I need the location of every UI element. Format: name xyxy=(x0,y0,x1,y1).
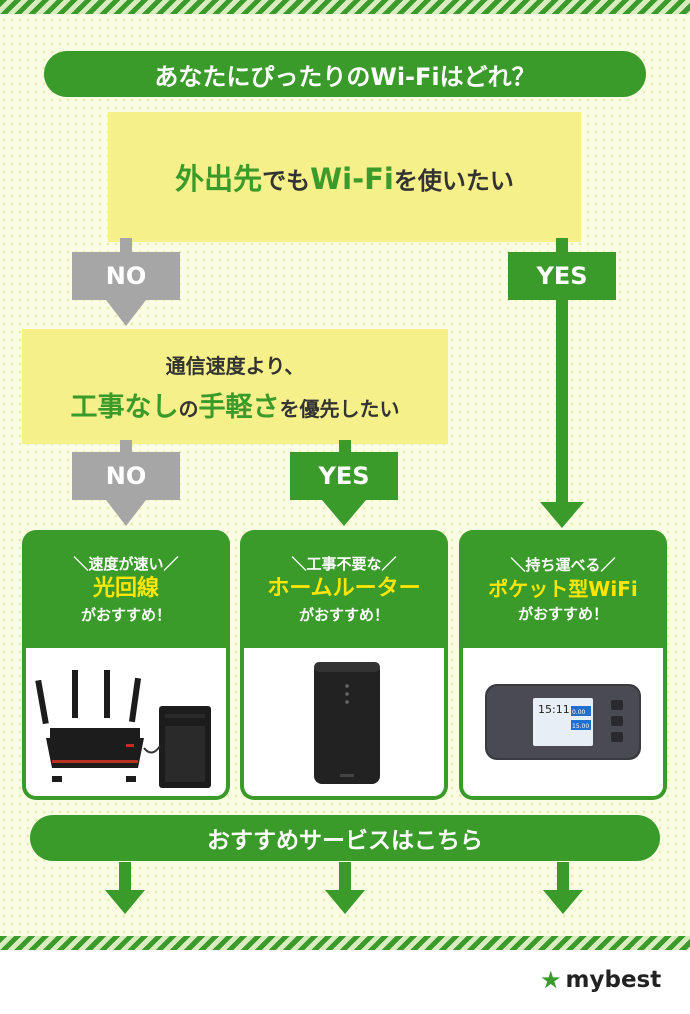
footer-arrow-3-head xyxy=(543,890,583,914)
no-1-connector-line xyxy=(120,238,132,256)
pocket-wifi-screen-value: 0.00 xyxy=(572,709,586,716)
no-label-1: NO xyxy=(72,252,180,300)
question-1-box: 外出先でもWi-Fiを使いたい xyxy=(108,112,581,242)
footer-recommend-label: おすすめサービスはこちら xyxy=(30,815,660,861)
pocket-wifi-image: 15:11 0.00 15.00 xyxy=(463,648,663,796)
header-title: あなたにぴったりのWi-Fiはどれ？ xyxy=(44,51,646,97)
yes-1-arrowhead xyxy=(540,502,584,528)
footer-arrow-1-head xyxy=(105,890,145,914)
footer-arrow-3-line xyxy=(557,862,569,894)
card-pocket-wifi-recommend: がおすすめ！ xyxy=(517,605,608,623)
star-icon: ★ xyxy=(540,966,562,994)
card-fiber-header: ＼速度が速い／ 光回線 がおすすめ！ xyxy=(22,530,230,648)
yes-1-connector-top xyxy=(556,238,568,252)
question-1-connector: でも xyxy=(262,167,311,195)
yes-2-arrowhead xyxy=(322,500,366,526)
question-2-line-1: 通信速度より、 xyxy=(165,353,305,378)
footer-arrow-2-head xyxy=(325,890,365,914)
question-2-line-2: 工事なしの手軽さを優先したい xyxy=(71,385,400,424)
fiber-router-illustration xyxy=(35,670,211,788)
question-2-box: 通信速度より、 工事なしの手軽さを優先したい xyxy=(22,329,448,444)
no-1-arrowhead xyxy=(106,300,146,326)
footer-arrow-1-line xyxy=(119,862,131,894)
question-1-emphasis-1: 外出先 xyxy=(175,162,263,196)
card-fiber-title: 光回線 xyxy=(92,575,159,601)
yes-2-connector-line xyxy=(339,440,351,454)
no-2-connector-line xyxy=(120,440,132,454)
question-1-tail: を使いたい xyxy=(393,167,514,195)
no-2-arrowhead xyxy=(106,500,146,526)
card-fiber: ＼速度が速い／ 光回線 がおすすめ！ xyxy=(22,530,230,800)
question-1-text: 外出先でもWi-Fiを使いたい xyxy=(175,156,514,198)
logo-text: mybest xyxy=(565,967,662,993)
card-home-router: ＼工事不要な／ ホームルーター がおすすめ！ xyxy=(240,530,448,800)
card-home-router-subtitle: ＼工事不要な／ xyxy=(291,554,397,573)
card-pocket-wifi: ＼持ち運べる／ ポケット型WiFi がおすすめ！ 15:11 0.00 15.0… xyxy=(459,530,667,800)
bottom-stripe xyxy=(0,936,690,950)
mybest-logo: ★ mybest xyxy=(540,966,661,994)
question-1-emphasis-2: Wi-Fi xyxy=(310,162,394,196)
fiber-router-image xyxy=(26,648,226,796)
question-2-emphasis-1: 工事なし xyxy=(70,391,179,423)
pocket-wifi-illustration: 15:11 0.00 15.00 xyxy=(485,684,641,760)
card-fiber-subtitle: ＼速度が速い／ xyxy=(73,554,179,573)
home-router-illustration xyxy=(314,662,380,784)
card-pocket-wifi-title: ポケット型WiFi xyxy=(488,577,638,601)
card-home-router-header: ＼工事不要な／ ホームルーター がおすすめ！ xyxy=(240,530,448,648)
top-stripe xyxy=(0,0,690,14)
home-router-image xyxy=(244,648,444,796)
footer-arrow-2-line xyxy=(339,862,351,894)
question-2-emphasis-2: 手軽さ xyxy=(198,391,280,423)
question-2-tail: を優先したい xyxy=(279,396,400,421)
yes-1-connector-line xyxy=(556,298,568,504)
card-pocket-wifi-subtitle: ＼持ち運べる／ xyxy=(510,556,616,574)
card-home-router-recommend: がおすすめ！ xyxy=(298,606,389,625)
card-fiber-recommend: がおすすめ！ xyxy=(80,606,171,625)
pocket-wifi-screen-capacity: 15.00 xyxy=(572,723,589,730)
pocket-wifi-screen-time: 15:11 xyxy=(538,703,570,716)
yes-label-1: YES xyxy=(508,252,616,300)
card-home-router-title: ホームルーター xyxy=(267,575,421,601)
card-pocket-wifi-header: ＼持ち運べる／ ポケット型WiFi がおすすめ！ xyxy=(459,530,667,648)
yes-label-2: YES xyxy=(290,452,398,500)
question-2-connector: の xyxy=(178,396,199,421)
no-label-2: NO xyxy=(72,452,180,500)
